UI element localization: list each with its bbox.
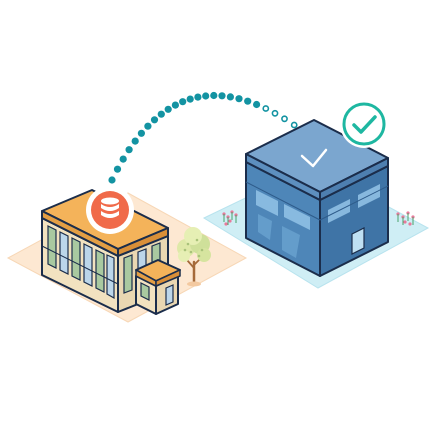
arc-dot bbox=[194, 93, 202, 101]
arc-dot bbox=[119, 155, 127, 163]
arc-dot bbox=[137, 129, 145, 137]
arc-dot bbox=[144, 122, 152, 130]
arc-dot bbox=[271, 109, 279, 117]
source-annex-door bbox=[165, 284, 174, 306]
arc-dot bbox=[281, 115, 288, 123]
tree-icon bbox=[177, 227, 211, 287]
arc-dot bbox=[157, 110, 165, 118]
flower-bed-right bbox=[396, 211, 415, 226]
source-site bbox=[6, 186, 248, 323]
arc-dot bbox=[150, 116, 159, 124]
arc-dot bbox=[226, 93, 234, 101]
target-door bbox=[351, 227, 365, 255]
arc-dot bbox=[202, 92, 210, 100]
arc-dot bbox=[186, 95, 194, 103]
checkmark-icon bbox=[340, 100, 388, 148]
arc-dot bbox=[125, 146, 133, 154]
arc-dot bbox=[171, 101, 179, 109]
arc-dot bbox=[262, 105, 270, 112]
arc-dot bbox=[290, 121, 298, 129]
arc-dot bbox=[235, 95, 243, 103]
target-site bbox=[202, 100, 430, 289]
target-glass-panels-right bbox=[319, 184, 389, 255]
source-windows bbox=[41, 225, 119, 300]
target-glass-panels bbox=[245, 181, 321, 258]
arc-dot bbox=[113, 165, 122, 173]
arc-dot bbox=[131, 137, 139, 145]
arc-dot bbox=[179, 98, 187, 106]
roof-check-mark bbox=[300, 148, 328, 168]
arc-dot bbox=[244, 97, 252, 105]
source-roof-edge-right bbox=[117, 227, 169, 257]
arc-dot bbox=[164, 105, 172, 113]
arc-dot bbox=[108, 176, 116, 184]
arc-dot bbox=[218, 92, 226, 100]
dotted-arc-path bbox=[108, 91, 308, 184]
flower-bed-left bbox=[222, 210, 238, 226]
arc-dot bbox=[210, 91, 218, 100]
arc-dot bbox=[253, 100, 261, 109]
database-icon bbox=[86, 186, 134, 234]
